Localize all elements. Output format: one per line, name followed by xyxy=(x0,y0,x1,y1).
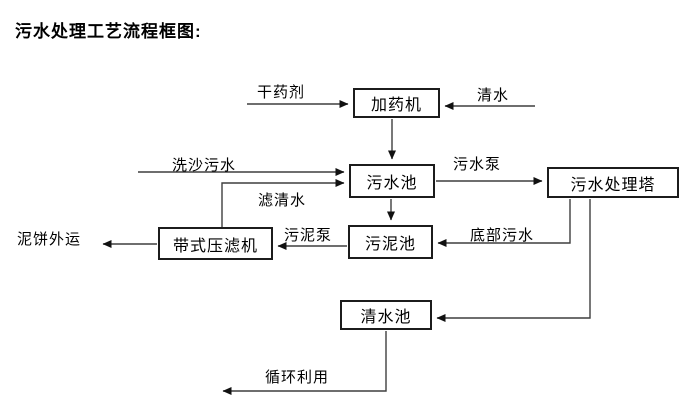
node-dosing-machine-label: 加药机 xyxy=(370,97,422,114)
node-clean-water-pool-label: 清水池 xyxy=(360,309,412,326)
node-sewage-pool: 污水池 xyxy=(349,164,435,198)
node-sewage-treatment-tower-label: 污水处理塔 xyxy=(570,176,656,194)
diagram-title: 污水处理工艺流程框图: xyxy=(15,22,202,41)
edge-label-recycling: 循环利用 xyxy=(265,369,330,386)
node-belt-filter-press: 带式压滤机 xyxy=(158,227,273,260)
edge-label-filtered-water: 滤清水 xyxy=(258,192,307,209)
edge-label-dry-agent: 干药剂 xyxy=(257,84,306,101)
edge-label-bottom-sewage: 底部污水 xyxy=(470,227,535,244)
node-clean-water-pool: 清水池 xyxy=(340,300,432,330)
arrow-tower-bottom-sewage-to-sludge-pool xyxy=(437,199,571,247)
edge-label-mud-cake-out: 泥饼外运 xyxy=(17,231,82,248)
node-belt-filter-press-label: 带式压滤机 xyxy=(172,237,258,255)
node-sludge-pool-label: 污泥池 xyxy=(364,236,416,253)
node-sewage-treatment-tower: 污水处理塔 xyxy=(547,167,679,198)
edge-label-sludge-pump: 污泥泵 xyxy=(284,227,333,244)
node-dosing-machine: 加药机 xyxy=(353,88,440,118)
node-sewage-pool-label: 污水池 xyxy=(366,175,418,192)
edge-label-clean-water: 清水 xyxy=(477,87,510,104)
edge-label-sewage-pump: 污水泵 xyxy=(453,156,502,173)
arrow-filtered-water-to-sewage-pool xyxy=(221,179,345,227)
arrow-clean-water-pool-to-recycling xyxy=(222,331,387,395)
arrow-tower-to-clean-water-pool xyxy=(436,199,591,322)
node-sludge-pool: 污泥池 xyxy=(348,225,433,259)
edge-label-sand-washing-sewage: 洗沙污水 xyxy=(172,157,237,174)
